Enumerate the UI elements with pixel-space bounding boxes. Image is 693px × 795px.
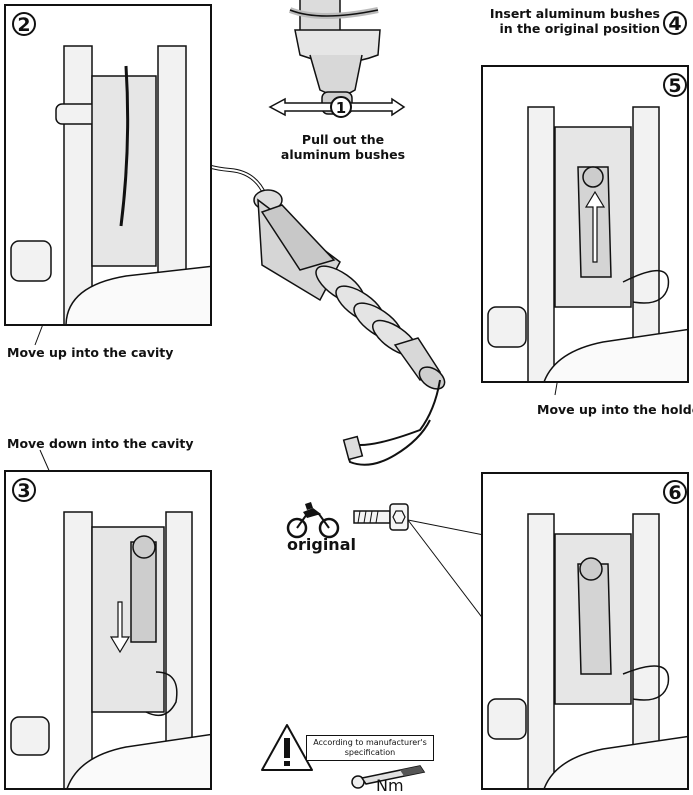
caption-step-1-line1: Pull out the: [301, 132, 385, 147]
bolt-icon: [353, 503, 409, 531]
torque-note: According to manufacturer's specificatio…: [306, 735, 434, 761]
step-number-4: 4: [663, 11, 687, 35]
torque-wrench-icon: [351, 765, 426, 789]
step-number-5: 5: [663, 73, 687, 97]
step-number-2: 2: [12, 12, 36, 36]
panel-step-6: 6: [481, 472, 689, 790]
step-number-1: 1: [330, 96, 352, 118]
caption-step-2: Move up into the cavity: [7, 345, 174, 360]
caption-step-4-line1: Insert aluminum bushes: [489, 6, 660, 21]
warning-triangle-icon: [261, 724, 313, 771]
original-label: original: [287, 535, 356, 554]
fork-illustration: [10, 45, 210, 324]
panel-step-2: 2: [4, 4, 212, 326]
panel-step-5: 5: [481, 65, 689, 383]
caption-step-3: Move down into the cavity: [7, 436, 194, 451]
torque-unit: Nm: [376, 776, 404, 795]
torque-note-line1: According to manufacturer's: [313, 738, 427, 747]
connector: [342, 435, 364, 461]
caption-step-1-line2: aluminum bushes: [280, 147, 406, 162]
step-number-6: 6: [663, 480, 687, 504]
shock-cable-bottom: [347, 379, 441, 466]
fork-illustration: [487, 513, 687, 788]
caption-step-4-line2: in the original position: [499, 21, 661, 36]
shock-absorber: [253, 189, 446, 390]
torque-note-line2: specification: [344, 748, 396, 757]
step-number-3: 3: [12, 478, 36, 502]
fork-illustration: [10, 511, 210, 788]
panel-step-3: 3: [4, 470, 212, 790]
motorcycle-icon: [286, 502, 340, 539]
caption-step-1: Pull out the aluminum bushes: [278, 132, 408, 162]
fork-illustration: [487, 106, 687, 381]
caption-step-4: Insert aluminum bushes in the original p…: [440, 6, 660, 36]
caption-step-5: Move up into the holder: [537, 402, 693, 417]
